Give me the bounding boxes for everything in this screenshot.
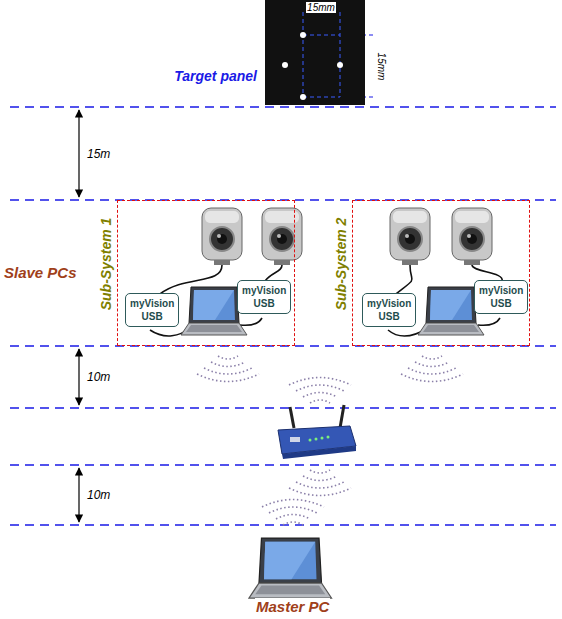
device-label: myVision USB [130, 297, 174, 323]
distance: 10m [86, 488, 111, 502]
target-panel: Target panel [265, 0, 365, 105]
mounting-holes [265, 0, 365, 105]
subsystem-title: Sub-System 1 [98, 218, 114, 311]
subsystem-title: Sub-System 2 [333, 218, 349, 311]
group-title: Slave PCs [3, 264, 78, 281]
pc-title: Master PC [255, 598, 330, 615]
device-box: myVision USB [125, 293, 179, 327]
distance: 10m [86, 370, 111, 384]
dimension: 15mm [306, 2, 336, 13]
device-label: myVision USB [367, 297, 411, 323]
panel-title: Target panel [174, 68, 257, 84]
subsystem-box: Sub-System 1myVision USBmyVision USB [117, 200, 295, 346]
device-box: myVision USB [362, 293, 416, 327]
distance: 15m [86, 147, 111, 161]
device-box: myVision USB [237, 280, 291, 314]
dimension: 15mm [376, 51, 387, 81]
device-label: myVision USB [479, 284, 523, 310]
device-box: myVision USB [474, 280, 528, 314]
subsystem-box: Sub-System 2myVision USBmyVision USB [352, 200, 530, 346]
device-label: myVision USB [242, 284, 286, 310]
